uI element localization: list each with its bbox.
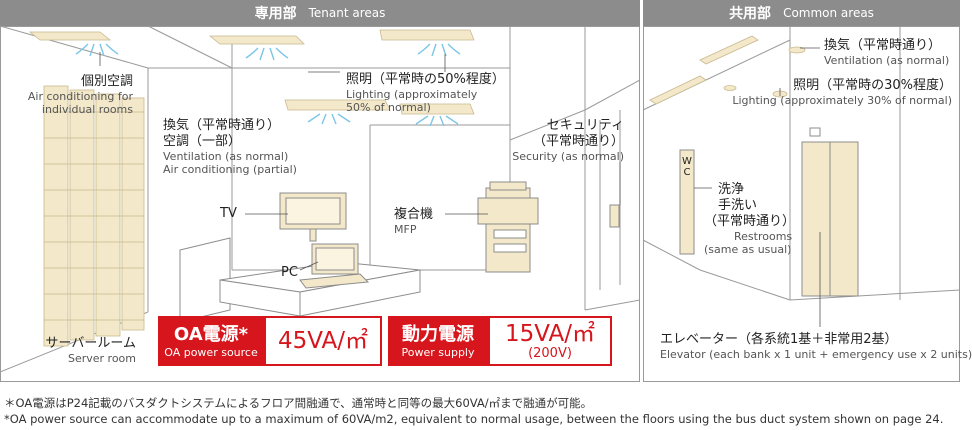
restrooms-label: 洗浄 手洗い （平常時通り） Restrooms (same as usual) [704, 182, 796, 256]
wc-sign: W C [682, 156, 692, 178]
tenant-header-jp: 専用部 [254, 6, 297, 22]
ventilation-common-label: 換気（平常時通り） Ventilation (as normal) [824, 38, 950, 67]
tv-label: TV [220, 206, 237, 221]
oa-power-title-box: OA電源* OA power source [158, 316, 264, 366]
mfp-label: 複合機 MFP [394, 207, 434, 236]
security-label: セキュリティ （平常時通り） Security (as normal) [512, 118, 624, 163]
elevator-label: エレベーター（各系統1基＋非常用2基） Elevator (each bank … [660, 332, 972, 361]
tenant-header-en: Tenant areas [308, 6, 386, 20]
tenant-header: 専用部 Tenant areas [0, 0, 640, 26]
common-header-jp: 共用部 [729, 6, 772, 22]
motor-power-title-box: 動力電源 Power supply [388, 316, 488, 366]
footnote-en: *OA power source can accommodate up to a… [4, 412, 944, 426]
pc-label: PC [281, 265, 298, 280]
lighting-tenant-label: 照明（平常時の50%程度） Lighting (approximately 50… [346, 72, 505, 114]
oa-power-box: OA電源* OA power source 45VA/㎡ [158, 316, 382, 366]
oa-power-value-box: 45VA/㎡ [264, 316, 382, 366]
motor-power-value-box: 15VA/㎡ (200V) [488, 316, 612, 366]
common-header-en: Common areas [783, 6, 874, 20]
server-room-label: サーバールーム Server room [45, 336, 136, 365]
common-header: 共用部 Common areas [643, 0, 960, 26]
motor-power-box: 動力電源 Power supply 15VA/㎡ (200V) [388, 316, 612, 366]
lighting-common-label: 照明（平常時の30%程度） Lighting (approximately 30… [732, 78, 952, 107]
footnote-jp: ＊OA電源はP24記載のバスダクトシステムによるフロア間融通で、通常時と同等の最… [4, 396, 593, 410]
aircon-individual-label: 個別空調 Air conditioning for individual roo… [27, 74, 133, 116]
ventilation-tenant-label: 換気（平常時通り） 空調（一部） Ventilation (as normal)… [163, 118, 297, 176]
